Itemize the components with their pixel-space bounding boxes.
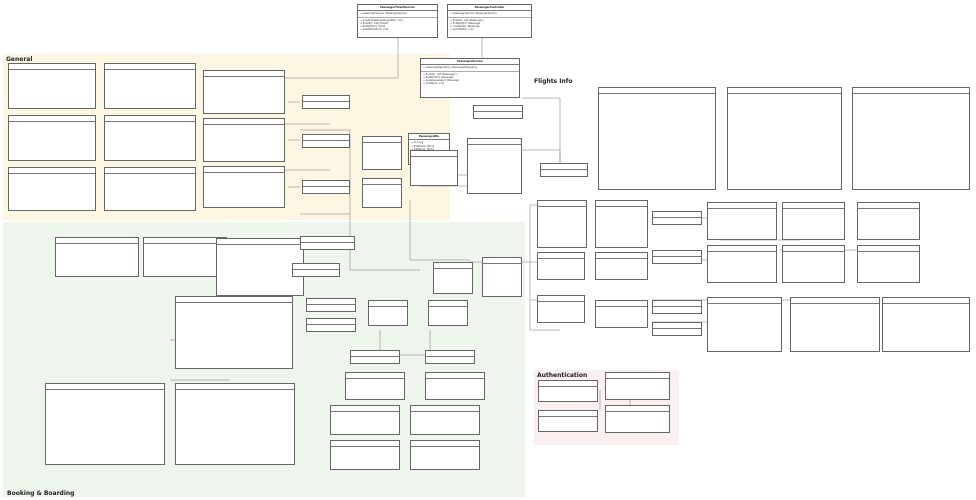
interface-box[interactable] <box>300 236 355 250</box>
class-box[interactable] <box>330 405 400 435</box>
class-box[interactable] <box>857 202 920 240</box>
interface-box[interactable] <box>292 263 340 277</box>
interface-box[interactable] <box>540 163 588 177</box>
class-box[interactable] <box>143 237 227 277</box>
class-box[interactable] <box>482 257 522 297</box>
class-box[interactable] <box>8 115 96 161</box>
interface-box[interactable] <box>350 350 400 364</box>
passenger-ticket-service-box[interactable]: PassengerTicketService passengerService:… <box>357 4 438 38</box>
ticket-service-method: createTicket(passengerDto): void <box>360 19 435 22</box>
class-box[interactable] <box>882 297 970 352</box>
class-box[interactable] <box>55 237 139 277</box>
passenger-service-field: passengerRepository: PassengerRepository <box>423 66 517 69</box>
ticket-service-method: deleteTicket(id): void <box>360 28 435 31</box>
interface-box[interactable] <box>425 350 475 364</box>
class-box[interactable] <box>104 63 196 109</box>
class-box[interactable] <box>203 166 285 208</box>
region-booking-label: Booking & Boarding <box>7 490 75 497</box>
interface-box[interactable] <box>302 180 350 194</box>
class-box[interactable] <box>8 63 96 109</box>
region-flights-label: Flights Info <box>534 78 573 85</box>
class-box[interactable] <box>345 372 405 400</box>
class-box[interactable] <box>537 252 585 280</box>
class-box[interactable] <box>782 202 845 240</box>
class-box[interactable] <box>727 87 842 190</box>
class-box[interactable] <box>538 410 598 432</box>
class-box[interactable] <box>595 252 648 280</box>
passenger-controller-method: findAll(): List<Passenger> <box>450 19 529 22</box>
class-box[interactable] <box>368 300 408 326</box>
ticket-service-field: passengerService: PassengerService <box>360 12 435 15</box>
class-box[interactable] <box>707 297 782 352</box>
passenger-controller-field: passengerService: PassengerService <box>450 12 529 15</box>
ticket-service-method: findAll(): List<Ticket> <box>360 22 435 25</box>
class-box[interactable] <box>790 297 880 352</box>
passenger-dto-name: PassengerDto <box>418 135 440 138</box>
class-box[interactable] <box>595 200 648 248</box>
passenger-dto-field: id: Long <box>411 141 447 144</box>
class-box[interactable] <box>605 405 670 433</box>
class-box[interactable] <box>433 262 473 294</box>
class-box[interactable] <box>362 136 402 170</box>
interface-box[interactable] <box>306 318 356 332</box>
interface-box[interactable] <box>652 322 702 336</box>
class-box[interactable] <box>175 296 293 369</box>
passenger-service-box[interactable]: PassengerService passengerRepository: Pa… <box>420 58 520 98</box>
class-box[interactable] <box>467 138 522 194</box>
class-box[interactable] <box>707 245 777 283</box>
class-box[interactable] <box>852 87 970 190</box>
passenger-controller-method: findById(id): Passenger <box>450 22 529 25</box>
passenger-controller-name: PassengerController <box>474 6 505 9</box>
passenger-service-name: PassengerService <box>457 60 483 63</box>
class-box[interactable] <box>362 178 402 208</box>
class-box[interactable] <box>330 440 400 470</box>
interface-box[interactable] <box>473 105 523 119</box>
class-box[interactable] <box>605 372 670 400</box>
ticket-service-method: findById(id): Ticket <box>360 25 435 28</box>
passenger-controller-method: create(dto): Passenger <box>450 25 529 28</box>
class-box[interactable] <box>707 202 777 240</box>
passenger-service-method: delete(id): void <box>423 82 517 85</box>
class-box[interactable] <box>410 440 480 470</box>
class-box[interactable] <box>410 405 480 435</box>
class-box[interactable] <box>45 383 165 465</box>
class-box[interactable] <box>216 238 304 296</box>
interface-box[interactable] <box>302 134 350 148</box>
class-box[interactable] <box>425 372 485 400</box>
passenger-controller-box[interactable]: PassengerController passengerService: Pa… <box>447 4 532 38</box>
class-box[interactable] <box>857 245 920 283</box>
passenger-controller-method: update(dto): void <box>450 28 529 31</box>
interface-box[interactable] <box>306 298 356 312</box>
interface-box[interactable] <box>652 300 702 314</box>
class-box[interactable] <box>8 167 96 211</box>
class-box[interactable] <box>175 383 295 465</box>
class-box[interactable] <box>537 200 587 248</box>
class-box[interactable] <box>104 115 196 161</box>
class-box[interactable] <box>410 150 458 186</box>
passenger-service-method: findAll(): List<Passenger> <box>423 73 517 76</box>
class-box[interactable] <box>595 300 648 328</box>
interface-box[interactable] <box>652 250 702 264</box>
class-box[interactable] <box>104 167 196 211</box>
passenger-ticket-service-name: PassengerTicketService <box>380 6 415 9</box>
class-box[interactable] <box>203 70 285 114</box>
class-box[interactable] <box>537 295 585 323</box>
passenger-dto-field: firstName: String <box>411 145 447 148</box>
class-box[interactable] <box>782 245 845 283</box>
passenger-service-method: findById(id): Passenger <box>423 76 517 79</box>
class-box[interactable] <box>598 87 716 190</box>
class-box[interactable] <box>203 118 285 162</box>
interface-box[interactable] <box>652 211 702 225</box>
class-box[interactable] <box>428 300 468 326</box>
interface-box[interactable] <box>302 95 350 109</box>
region-auth-label: Authentication <box>537 372 588 379</box>
passenger-dto-field: lastName: String <box>411 148 447 151</box>
class-box[interactable] <box>538 380 598 402</box>
region-general-label: General <box>6 56 33 63</box>
passenger-service-method: save(passenger): Passenger <box>423 79 517 82</box>
